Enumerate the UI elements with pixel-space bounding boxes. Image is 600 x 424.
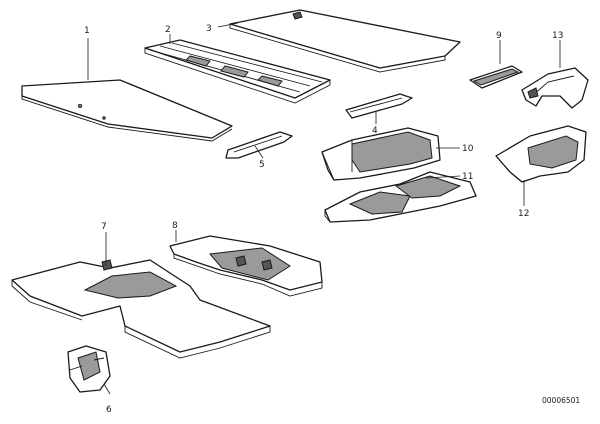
callout-13: 13 <box>552 31 563 41</box>
callout-7: 7 <box>101 222 107 232</box>
callout-3: 3 <box>206 24 212 34</box>
callout-10: 10 <box>462 144 474 154</box>
leader-lines <box>87 22 561 395</box>
part-8-tunnel-section <box>169 235 323 297</box>
callout-5: 5 <box>259 160 265 170</box>
part-7-front-carpet <box>11 259 271 359</box>
callout-8: 8 <box>172 221 178 231</box>
part-13-curved-mat <box>521 67 589 109</box>
callout-6: 6 <box>106 405 112 415</box>
diagram-reference-number: 00006501 <box>542 396 580 405</box>
part-10-tunnel-cover <box>321 127 441 181</box>
callout-12: 12 <box>518 209 529 219</box>
callout-11: 11 <box>462 172 473 182</box>
part-2-channel <box>144 39 331 104</box>
part-6-bracket <box>67 345 111 393</box>
part-4-bracket <box>345 93 413 119</box>
part-3-panel <box>229 9 461 73</box>
part-1-mat <box>21 79 233 142</box>
part-12-side-piece <box>495 125 587 183</box>
callout-1: 1 <box>84 26 90 36</box>
callout-4: 4 <box>372 126 378 136</box>
part-9-pad <box>469 65 523 89</box>
callout-9: 9 <box>496 31 502 41</box>
part-5-bracket <box>225 131 293 159</box>
callout-labels: 1 2 3 4 5 6 7 8 9 10 11 12 13 <box>84 24 563 415</box>
callout-2: 2 <box>165 25 171 35</box>
part-11-insulation <box>324 171 477 223</box>
